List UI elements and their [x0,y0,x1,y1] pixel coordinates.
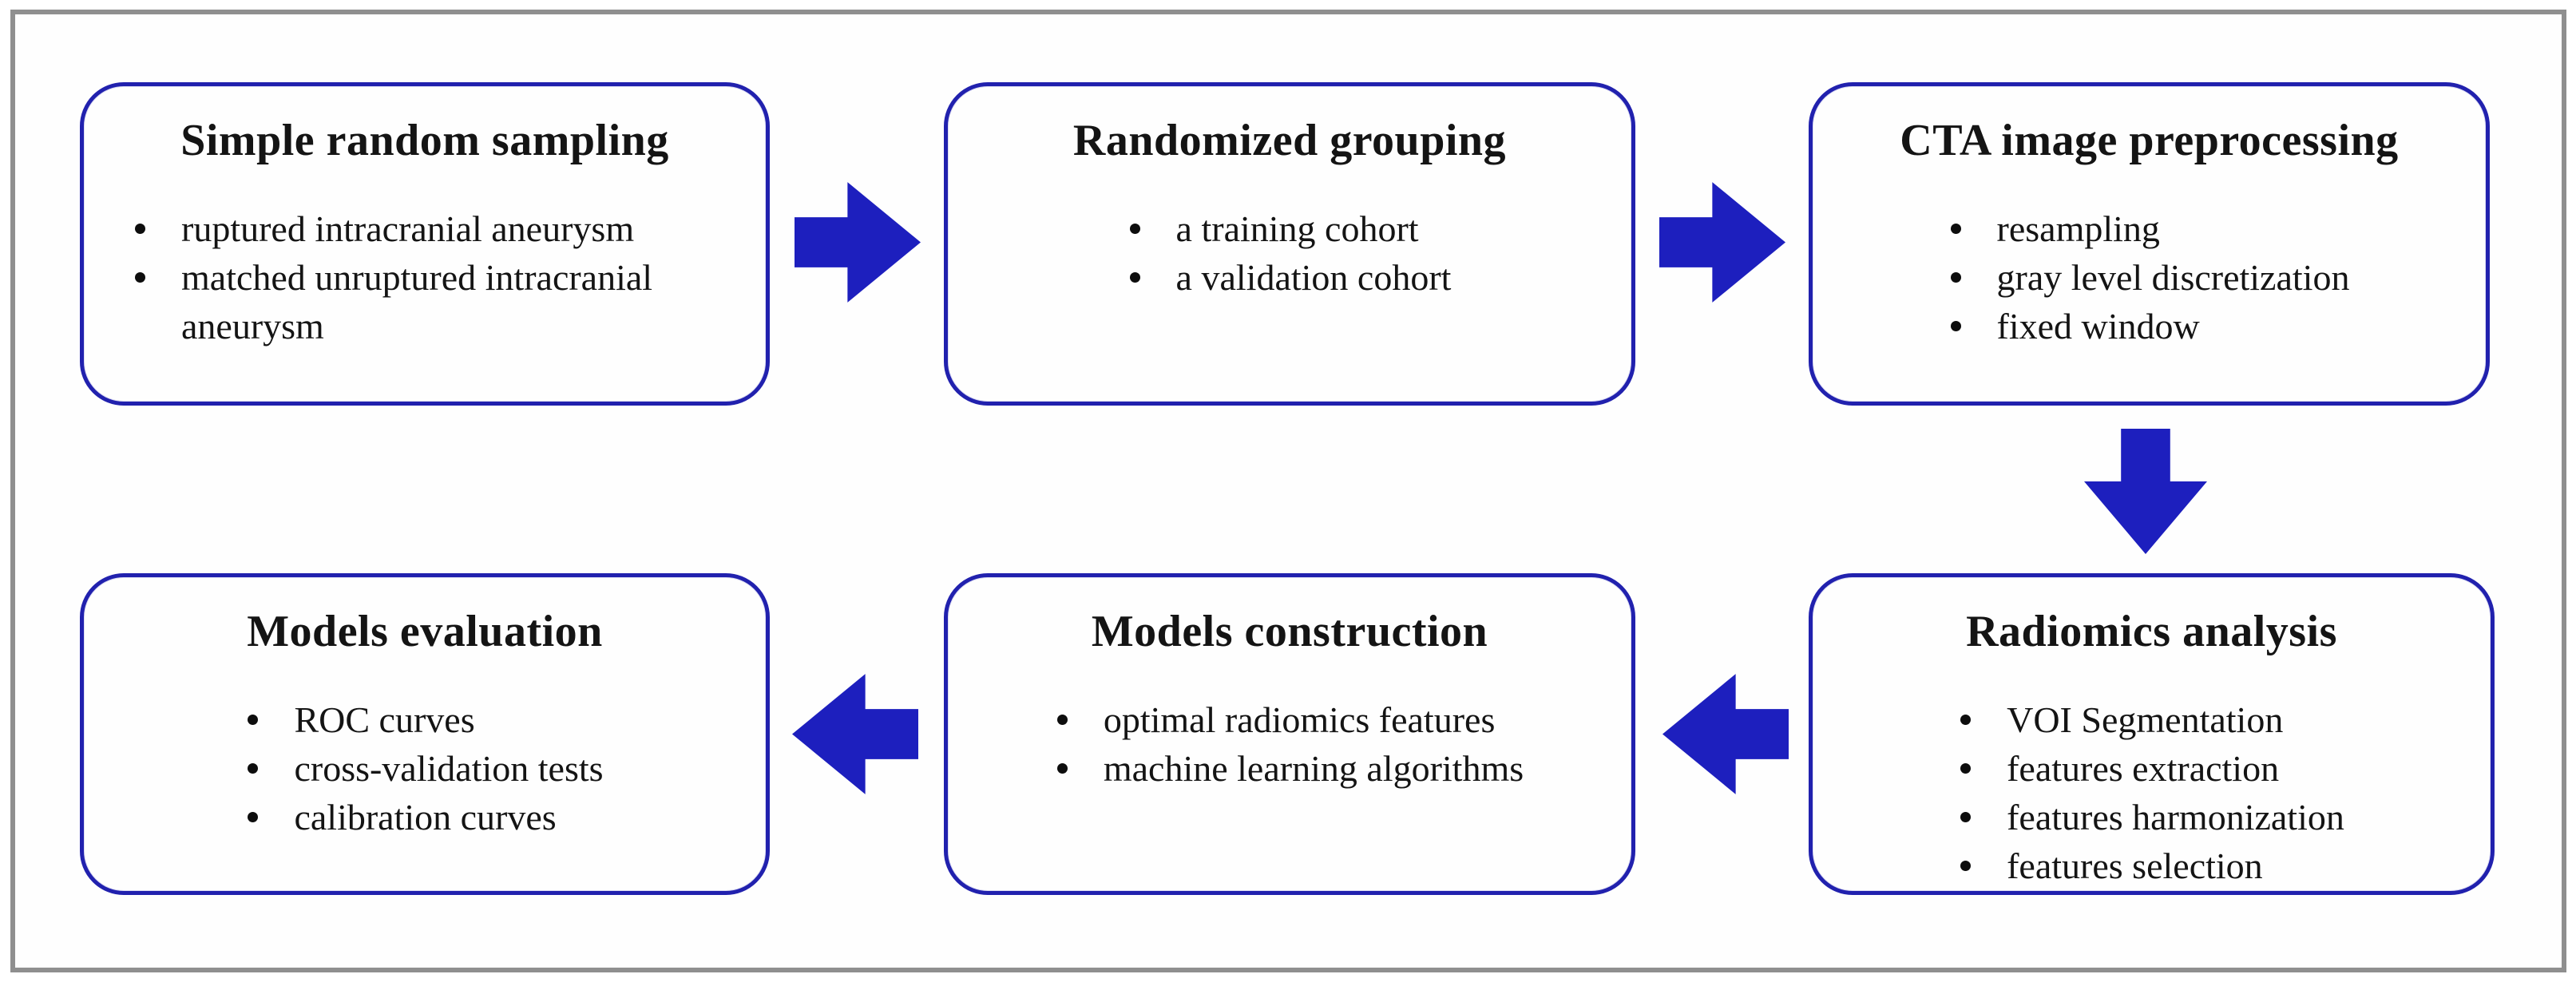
flow-step-radiomics-analysis: Radiomics analysis VOI Segmentation feat… [1809,573,2495,895]
bullet-item: features harmonization [1959,793,2344,841]
bullet-item: gray level discretization [1949,253,2349,302]
bullet-item: cross-validation tests [246,744,604,793]
bullet-item: resampling [1949,204,2350,253]
flow-step-simple-random-sampling: Simple random sampling ruptured intracra… [80,82,770,406]
flow-step-models-construction: Models construction optimal radiomics fe… [944,573,1635,895]
step-title: CTA image preprocessing [1900,116,2399,165]
bullet-item: a training cohort [1128,204,1452,253]
step-bullet-list: ROC curves cross-validation tests calibr… [246,695,604,841]
bullet-item: matched unruptured intracranial aneurysm [133,253,716,350]
bullet-item: VOI Segmentation [1959,695,2344,744]
step-bullet-list: ruptured intracranial aneurysm matched u… [133,204,716,350]
step-bullet-list: resampling gray level discretization fix… [1949,204,2350,350]
flow-step-randomized-grouping: Randomized grouping a training cohort a … [944,82,1635,406]
bullet-item: ROC curves [246,695,603,744]
step-title: Simple random sampling [180,116,669,165]
step-bullet-list: a training cohort a validation cohort [1128,204,1452,302]
step-title: Models construction [1091,607,1488,656]
bullet-item: a validation cohort [1128,253,1451,302]
step-title: Radiomics analysis [1966,607,2337,656]
bullet-item: optimal radiomics features [1056,695,1524,744]
step-bullet-list: optimal radiomics features machine learn… [1056,695,1524,793]
flow-step-models-evaluation: Models evaluation ROC curves cross-valid… [80,573,770,895]
flow-step-cta-image-preprocessing: CTA image preprocessing resampling gray … [1809,82,2490,406]
bullet-item: calibration curves [246,793,603,841]
step-bullet-list: VOI Segmentation features extraction fea… [1959,695,2344,890]
bullet-item: machine learning algorithms [1056,744,1524,793]
step-title: Models evaluation [247,607,603,656]
step-title: Randomized grouping [1072,116,1507,165]
bullet-item: features selection [1959,841,2344,890]
bullet-item: features extraction [1959,744,2344,793]
bullet-item: ruptured intracranial aneurysm [133,204,716,253]
bullet-item: fixed window [1949,302,2350,350]
